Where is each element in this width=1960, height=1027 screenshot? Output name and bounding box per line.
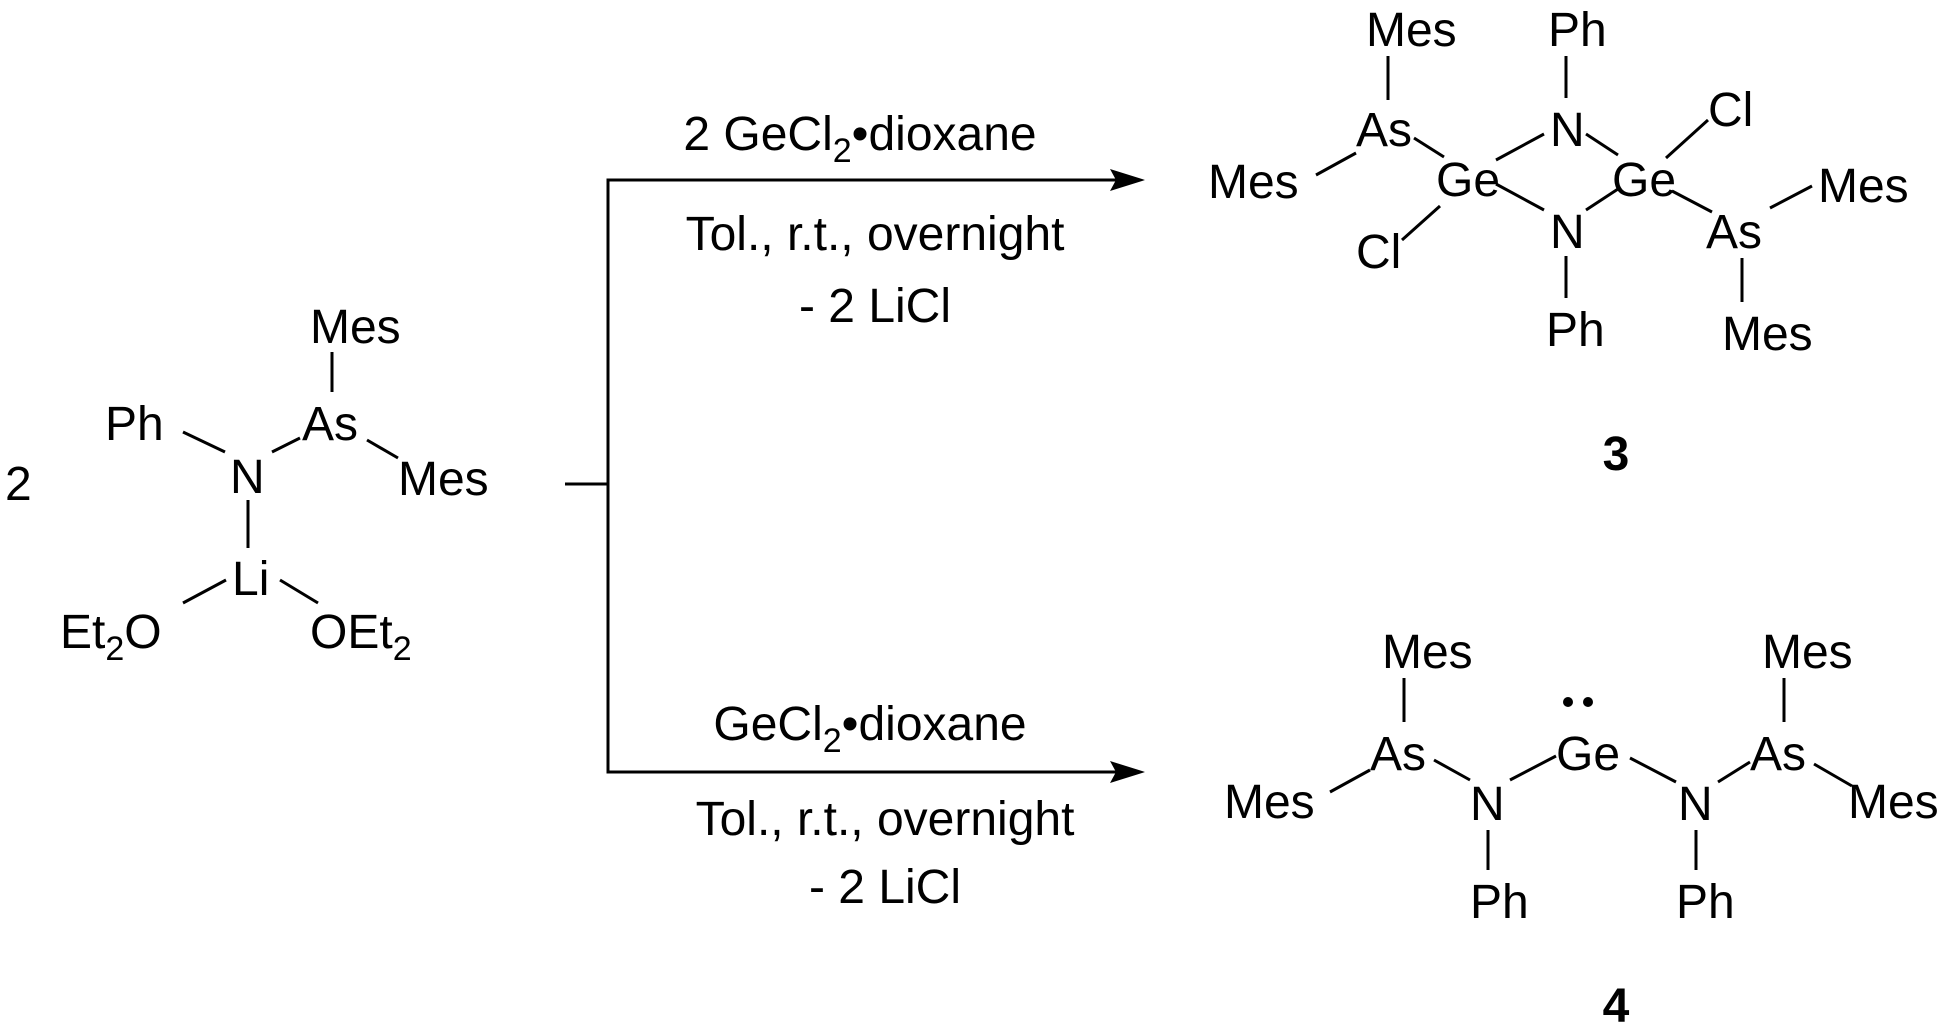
p3-atom-as-right: As — [1706, 206, 1762, 259]
p3-bond-n-bottom-ge-right — [1585, 187, 1619, 212]
stoichiometric-coefficient: 2 — [5, 458, 32, 511]
p4-atom-mes-left: Mes — [1224, 776, 1315, 829]
compound-number-4: 4 — [1603, 980, 1630, 1027]
reactant-atom-li: Li — [232, 553, 269, 606]
product-4-structure: Mes As Mes N Ph Ge N Ph As Mes Mes 4 — [1224, 626, 1939, 1027]
p3-atom-mes-bottom-right: Mes — [1722, 308, 1813, 361]
p4-bond-as-left-n — [1433, 758, 1471, 782]
p3-bond-as-mes-left — [1315, 151, 1357, 177]
p4-atom-ph-left: Ph — [1470, 876, 1529, 929]
p4-bond-as-left-mes-left — [1329, 768, 1371, 794]
p3-atom-cl-right: Cl — [1708, 84, 1753, 137]
p3-bond-ge-n-top — [1495, 132, 1545, 162]
p3-atom-as-left: As — [1356, 104, 1412, 157]
lower-conditions: Tol., r.t., overnight — [696, 793, 1075, 846]
lower-byproduct: - 2 LiCl — [809, 861, 961, 914]
upper-reagent: 2 GeCl2•dioxane — [683, 108, 1036, 170]
p4-atom-as-right: As — [1750, 728, 1806, 781]
p4-atom-n-right: N — [1678, 778, 1713, 831]
p3-atom-mes-left: Mes — [1208, 156, 1299, 209]
p3-bond-as-ge-left — [1413, 136, 1445, 159]
p3-bond-ge-n-bottom — [1495, 182, 1545, 212]
p4-bond-n-left-ge — [1509, 754, 1557, 782]
reactant-atom-as: As — [302, 398, 358, 451]
p3-bond-n-top-ge-right — [1585, 132, 1619, 157]
p4-bond-as-right-mes-right — [1813, 762, 1853, 788]
upper-byproduct: - 2 LiCl — [799, 280, 951, 333]
p3-bond-ge-as-right — [1671, 189, 1713, 214]
upper-arrow-labels: 2 GeCl2•dioxane Tol., r.t., overnight - … — [683, 108, 1064, 333]
p3-atom-cl-left: Cl — [1356, 226, 1401, 279]
lower-arrow-labels: GeCl2•dioxane Tol., r.t., overnight - 2 … — [696, 698, 1075, 914]
reactant-atom-ph: Ph — [105, 398, 164, 451]
p3-bond-ge-cl-right — [1664, 118, 1710, 160]
p4-bond-n-right-as — [1717, 760, 1751, 784]
p4-atom-mes-top-left: Mes — [1382, 626, 1473, 679]
reactant-atom-mes-right: Mes — [398, 453, 489, 506]
reactant-atom-ether-left: Et2O — [60, 606, 162, 668]
p3-atom-n-top: N — [1550, 104, 1585, 157]
p4-atom-ph-right: Ph — [1676, 876, 1735, 929]
p4-atom-ge: Ge — [1556, 728, 1620, 781]
p3-atom-ge-right: Ge — [1612, 154, 1676, 207]
p4-bond-ge-n-right — [1629, 756, 1677, 784]
reactant-structure: 2 Ph N As Mes Mes Li Et2O OEt2 — [5, 301, 489, 668]
lower-arrow-line — [606, 484, 1118, 774]
p4-atom-mes-right: Mes — [1848, 776, 1939, 829]
p4-atom-mes-top-right: Mes — [1762, 626, 1853, 679]
p3-bond-as-mes-right — [1769, 184, 1813, 210]
lower-reagent: GeCl2•dioxane — [713, 698, 1026, 760]
reactant-atom-n: N — [230, 451, 265, 504]
bond-li-o-left — [182, 578, 227, 605]
p3-atom-ge-left: Ge — [1436, 154, 1500, 207]
p3-bond-ge-cl-left — [1400, 204, 1442, 242]
upper-conditions: Tol., r.t., overnight — [686, 208, 1065, 261]
bond-li-o-right — [279, 578, 319, 605]
upper-arrow-line — [606, 178, 1118, 484]
bond-ph-n — [182, 430, 226, 454]
reactant-atom-ether-right: OEt2 — [310, 606, 412, 668]
reaction-arrows — [565, 169, 1145, 783]
upper-arrowhead — [1110, 169, 1145, 191]
ge-lone-pair-left-dot — [1563, 697, 1573, 707]
reactant-atom-mes-top: Mes — [310, 301, 401, 354]
product-3-structure: Mes As Mes Ge Cl Ph N N Ph Ge Cl As Mes … — [1208, 4, 1909, 481]
p3-atom-ph-bottom: Ph — [1546, 304, 1605, 357]
compound-number-3: 3 — [1603, 428, 1630, 481]
p3-atom-mes-top-left: Mes — [1366, 4, 1457, 57]
bond-n-as — [271, 436, 301, 454]
p4-atom-as-left: As — [1370, 728, 1426, 781]
p3-atom-mes-right: Mes — [1818, 160, 1909, 213]
p3-atom-ph-top: Ph — [1548, 4, 1607, 57]
bond-as-mes-right — [366, 438, 399, 460]
p4-atom-n-left: N — [1470, 778, 1505, 831]
p3-atom-n-bottom: N — [1550, 206, 1585, 259]
lower-arrowhead — [1110, 761, 1145, 783]
ge-lone-pair-right-dot — [1583, 697, 1593, 707]
